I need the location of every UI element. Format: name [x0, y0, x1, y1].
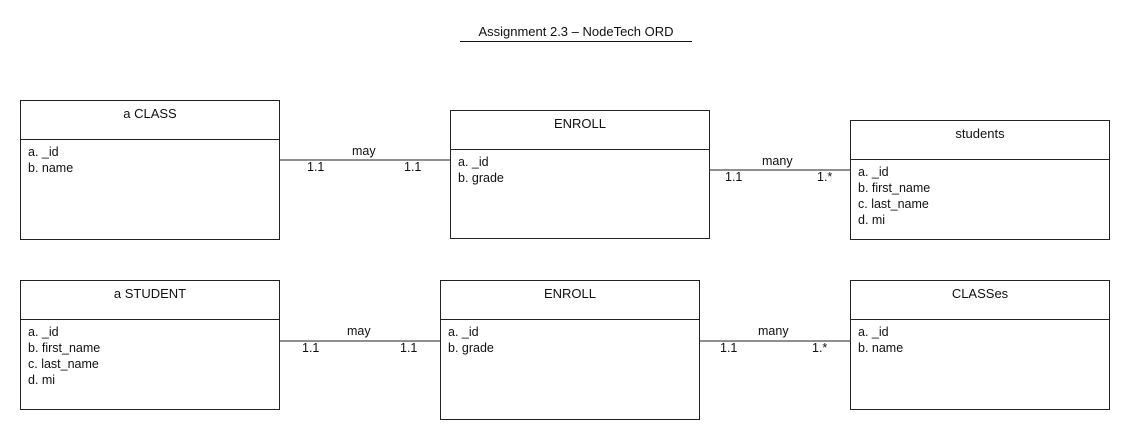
attribute: a. _id — [28, 325, 59, 339]
attribute: b. name — [858, 341, 904, 355]
entity-name: ENROLL — [451, 111, 709, 150]
entity-attributes: a. _id b. grade — [441, 320, 699, 356]
cardinality-right: 1.1 — [400, 341, 418, 355]
attribute: b. first_name — [28, 341, 101, 355]
entity-name: a STUDENT — [21, 281, 279, 320]
relationship-label: many — [762, 154, 793, 168]
attribute: b. name — [28, 161, 74, 175]
cardinality-left: 1.1 — [302, 341, 320, 355]
relationship-label: may — [347, 324, 371, 338]
entity-attributes: a. _id b. first_name c. last_name d. mi — [21, 320, 279, 388]
cardinality-left: 1.1 — [725, 170, 743, 184]
attribute: c. last_name — [28, 357, 99, 371]
attribute: c. last_name — [858, 197, 929, 211]
cardinality-left: 1.1 — [307, 160, 325, 174]
entity-name: a CLASS — [21, 101, 279, 140]
entity-name: ENROLL — [441, 281, 699, 320]
entity-name: CLASSes — [851, 281, 1109, 320]
entity-classes[interactable]: CLASSes a. _id b. name — [850, 280, 1110, 410]
entity-a-student[interactable]: a STUDENT a. _id b. first_name c. last_n… — [20, 280, 280, 410]
cardinality-right: 1.* — [817, 170, 833, 184]
attribute: d. mi — [858, 213, 886, 227]
attribute: b. grade — [458, 171, 504, 185]
entity-a-class[interactable]: a CLASS a. _id b. name — [20, 100, 280, 240]
entity-enroll-bottom[interactable]: ENROLL a. _id b. grade — [440, 280, 700, 420]
attribute: b. grade — [448, 341, 494, 355]
attribute: a. _id — [458, 155, 489, 169]
cardinality-left: 1.1 — [720, 341, 738, 355]
entity-attributes: a. _id b. name — [21, 140, 279, 176]
entity-enroll-top[interactable]: ENROLL a. _id b. grade — [450, 110, 710, 239]
diagram-title: Assignment 2.3 – NodeTech ORD — [460, 24, 692, 42]
entity-attributes: a. _id b. first_name c. last_name d. mi — [851, 160, 1109, 228]
entity-name: students — [851, 121, 1109, 160]
attribute: d. mi — [28, 373, 56, 387]
cardinality-right: 1.1 — [404, 160, 422, 174]
relationship-label: many — [758, 324, 789, 338]
attribute: a. _id — [858, 325, 889, 339]
attribute: a. _id — [28, 145, 59, 159]
entity-attributes: a. _id b. grade — [451, 150, 709, 186]
attribute: a. _id — [858, 165, 889, 179]
attribute: a. _id — [448, 325, 479, 339]
relationship-label: may — [352, 144, 376, 158]
entity-students[interactable]: students a. _id b. first_name c. last_na… — [850, 120, 1110, 240]
cardinality-right: 1.* — [812, 341, 828, 355]
entity-attributes: a. _id b. name — [851, 320, 1109, 356]
attribute: b. first_name — [858, 181, 931, 195]
